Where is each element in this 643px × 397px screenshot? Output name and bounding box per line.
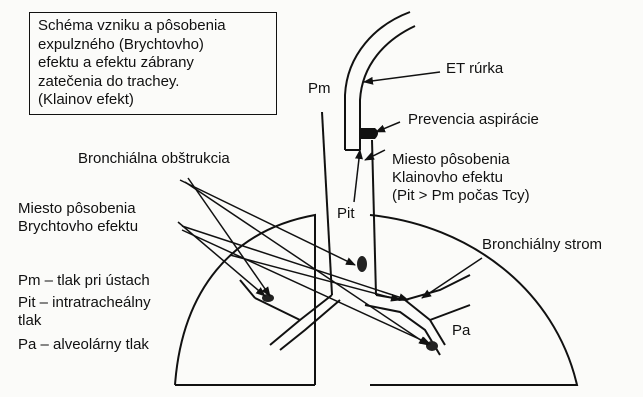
obstruction-icon-center <box>357 256 367 272</box>
legend-pm: Pm – tlak pri ústach <box>18 272 150 290</box>
legend-pit: Pit – intratracheálny tlak <box>18 294 151 330</box>
title-box: Schéma vzniku a pôsobenia expulzného (Br… <box>29 12 277 115</box>
pm-label: Pm <box>308 80 331 98</box>
cuff-icon <box>360 128 378 139</box>
obstrukcia-label: Bronchiálna obštrukcia <box>78 150 230 168</box>
klain-label: Miesto pôsobenia Klainovho efektu (Pit >… <box>392 151 530 205</box>
arrow-et-rurka <box>364 72 440 82</box>
arrow-prevencia <box>376 122 400 132</box>
strom-label: Bronchiálny strom <box>482 236 602 254</box>
left-bronchus-inner <box>280 300 340 350</box>
arrow-pit <box>354 150 360 202</box>
pa-label: Pa <box>452 322 470 340</box>
arrow-klain <box>365 150 385 160</box>
arrow-brychta-1 <box>178 222 265 296</box>
brychta-label: Miesto pôsobenia Brychtovho efektu <box>18 200 138 236</box>
left-bronchus <box>240 280 332 345</box>
et-rurka-label: ET rúrka <box>446 60 503 78</box>
arrow-obstrukcia-3 <box>188 178 270 296</box>
trachea-wall-right <box>372 140 376 295</box>
arrow-strom <box>422 258 482 298</box>
trachea-wall-left <box>322 112 332 295</box>
prevencia-label: Prevencia aspirácie <box>408 111 539 129</box>
pit-label: Pit <box>337 205 355 223</box>
arrow-brychta-3 <box>182 230 430 344</box>
et-tube-outer <box>345 12 410 150</box>
legend-pa: Pa – alveolárny tlak <box>18 336 149 354</box>
left-lung-outline <box>175 215 315 385</box>
